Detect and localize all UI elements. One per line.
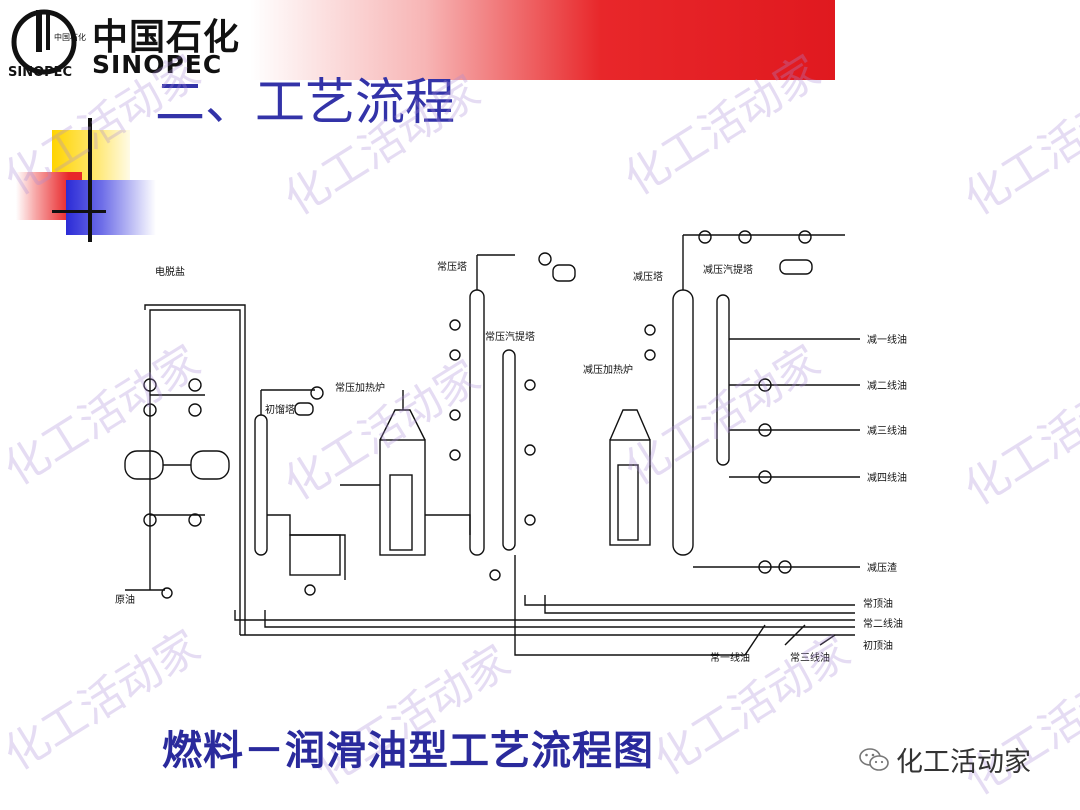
wechat-icon — [859, 747, 889, 771]
horizontal-rule-decoration — [52, 210, 106, 213]
label-atmospheric-stripper: 常压汽提塔 — [485, 330, 535, 343]
atmospheric-stripper — [502, 349, 536, 551]
emblem-text-en: SINOPEC — [8, 65, 72, 80]
label-vacuum-heater: 减压加热炉 — [583, 363, 633, 376]
emblem-text: 中国石化 — [54, 32, 86, 42]
label-vacuum-stripper: 减压汽提塔 — [703, 263, 753, 276]
atmospheric-tower — [449, 252, 576, 581]
vacuum-output-lines — [693, 338, 860, 574]
vacuum-tower — [644, 230, 845, 556]
atmospheric-output-lines — [234, 555, 855, 656]
brand-badge[interactable]: 化工活动家 — [858, 740, 1031, 779]
output-vac-residue: 减压渣 — [867, 561, 897, 574]
logo-english-name: SINOPEC — [92, 50, 223, 79]
process-flow-diagram: 电脱盐 原油 初馏塔 常压加热炉 — [105, 215, 925, 685]
vacuum-stripper — [716, 294, 730, 466]
watermark: 化工活动家 — [955, 645, 1080, 806]
blue-square-decoration — [66, 180, 156, 235]
output-atm-3: 常三线油 — [790, 651, 830, 664]
label-crude-oil: 原油 — [115, 593, 135, 606]
output-vac-3: 减三线油 — [867, 424, 907, 437]
brand-name: 化工活动家 — [896, 747, 1031, 778]
label-flash-tower: 初馏塔 — [265, 403, 295, 416]
output-flash-top: 初顶油 — [863, 639, 893, 652]
output-vac-1: 减一线油 — [867, 333, 907, 346]
desalting-unit — [124, 304, 246, 635]
output-vac-4: 减四线油 — [867, 471, 907, 484]
diagram-caption: 燃料－润滑油型工艺流程图 — [162, 727, 654, 774]
output-atm-top: 常顶油 — [863, 597, 893, 610]
sinopec-logo: 中国石化 SINOPEC 中国石化 SINOPEC — [6, 4, 256, 80]
flash-tower — [254, 386, 346, 596]
output-atm-2: 常二线油 — [863, 617, 903, 630]
label-vacuum-tower: 减压塔 — [633, 270, 663, 283]
header-band — [250, 0, 835, 80]
vacuum-heater — [609, 409, 651, 546]
label-desalting: 电脱盐 — [155, 265, 185, 278]
watermark: 化工活动家 — [955, 65, 1080, 226]
page-title: 二、工艺流程 — [155, 73, 455, 131]
logo-chinese-name: 中国石化 — [92, 16, 241, 58]
sinopec-emblem-icon: 中国石化 SINOPEC — [8, 9, 86, 80]
label-atmospheric-heater: 常压加热炉 — [335, 381, 385, 394]
label-atmospheric-tower: 常压塔 — [437, 260, 467, 273]
watermark: 化工活动家 — [955, 355, 1080, 516]
output-atm-1: 常一线油 — [710, 651, 750, 664]
output-vac-2: 减二线油 — [867, 379, 907, 392]
vertical-rule-decoration — [88, 118, 92, 242]
